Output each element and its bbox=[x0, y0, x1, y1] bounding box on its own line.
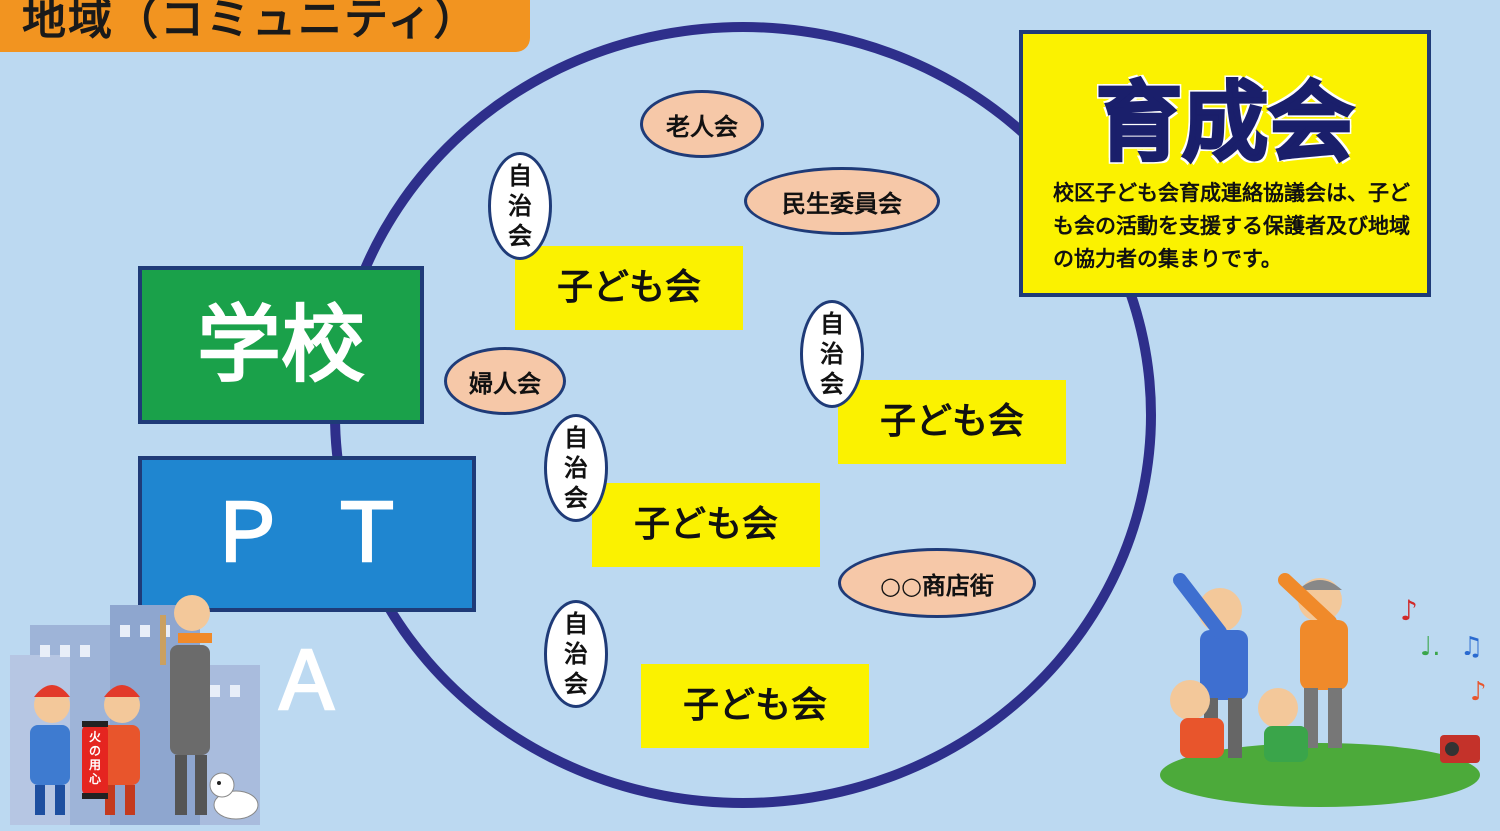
kodomo-box: 子ども会 bbox=[641, 664, 869, 748]
area-label: 地域（コミュニティ） bbox=[0, 0, 530, 52]
org-fujinkai: 婦人会 bbox=[444, 347, 566, 415]
kodomo-box: 子ども会 bbox=[515, 246, 743, 330]
jichi-char: 治 bbox=[820, 340, 844, 368]
org-minsei: 民生委員会 bbox=[744, 167, 940, 235]
ikusei-description: 校区子ども会育成連絡協議会は、子ども会の活動を支援する保護者及び地域の協力者の集… bbox=[1053, 181, 1410, 271]
ikusei-box: 育成会 校区子ども会育成連絡協議会は、子ども会の活動を支援する保護者及び地域の協… bbox=[1019, 30, 1431, 297]
kodomo-box: 子ども会 bbox=[592, 483, 820, 567]
org-rojinkai: 老人会 bbox=[640, 90, 764, 158]
school-box: 学校 bbox=[138, 266, 424, 424]
ikusei-title: 育成会 bbox=[1095, 72, 1356, 175]
jichi-badge: 自 治 会 bbox=[800, 300, 864, 408]
jichi-char: 会 bbox=[820, 370, 844, 398]
jichi-char: 会 bbox=[564, 670, 588, 698]
jichi-char: 自 bbox=[820, 310, 844, 338]
jichi-char: 自 bbox=[508, 162, 532, 190]
lantern-text: 火の用心 bbox=[88, 730, 102, 786]
svg-text:♪: ♪ bbox=[1470, 677, 1487, 707]
jichi-char: 会 bbox=[564, 484, 588, 512]
svg-text:♪: ♪ bbox=[1400, 594, 1418, 627]
jichi-char: 自 bbox=[564, 610, 588, 638]
jichi-char: 自 bbox=[564, 424, 588, 452]
jichi-char: 治 bbox=[564, 454, 588, 482]
svg-text:♫: ♫ bbox=[1460, 632, 1483, 662]
jichi-char: 治 bbox=[508, 192, 532, 220]
kodomo-box: 子ども会 bbox=[838, 380, 1066, 464]
fire-patrol-illustration: 火の用心 bbox=[10, 595, 260, 825]
org-shotengai: ○○商店街 bbox=[838, 548, 1036, 618]
jichi-char: 会 bbox=[508, 222, 532, 250]
exercise-illustration: ♪ ♩. ♫ ♪ bbox=[1160, 573, 1487, 807]
jichi-badge: 自 治 会 bbox=[544, 414, 608, 522]
pta-box: ＰＴＡ bbox=[138, 456, 476, 728]
jichi-char: 治 bbox=[564, 640, 588, 668]
jichi-badge: 自 治 会 bbox=[544, 600, 608, 708]
jichi-badge: 自 治 会 bbox=[488, 152, 552, 260]
svg-text:♩.: ♩. bbox=[1420, 632, 1441, 662]
